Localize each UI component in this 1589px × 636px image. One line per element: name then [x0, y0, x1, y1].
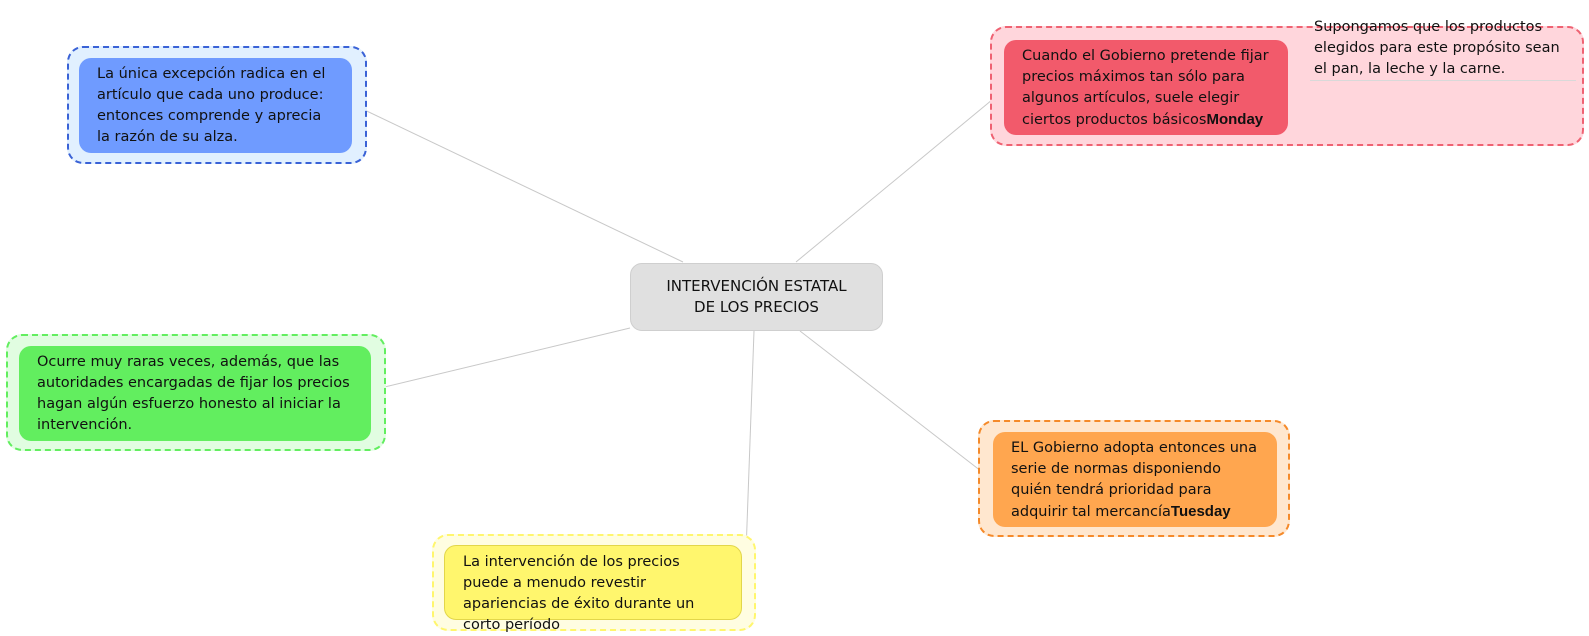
central-topic[interactable]: INTERVENCIÓN ESTATAL DE LOS PRECIOS	[630, 263, 883, 331]
topic-excepcion-text: La única excepción radica en el artículo…	[97, 66, 326, 145]
topic-gobierno-fijar-tag: Monday	[1206, 111, 1264, 128]
note-supongamos-text: Supongamos que los productos elegidos pa…	[1314, 19, 1560, 77]
topic-gobierno-fijar-text: Cuando el Gobierno pretende fijar precio…	[1022, 48, 1269, 128]
connector-gobierno-fijar	[795, 89, 1005, 263]
topic-excepcion[interactable]: La única excepción radica en el artículo…	[79, 58, 352, 153]
central-topic-line-1: INTERVENCIÓN ESTATAL	[666, 277, 847, 295]
topic-raras-veces[interactable]: Ocurre muy raras veces, además, que las …	[19, 346, 371, 441]
central-topic-line-2: DE LOS PRECIOS	[694, 298, 819, 316]
topic-intervencion[interactable]: La intervención de los precios puede a m…	[444, 545, 742, 633]
topic-raras-veces-text: Ocurre muy raras veces, además, que las …	[37, 354, 350, 433]
connector-gobierno-normas	[799, 330, 991, 479]
topic-intervencion-text: La intervención de los precios puede a m…	[463, 554, 695, 633]
topic-gobierno-normas-text: EL Gobierno adopta entonces una serie de…	[1011, 440, 1258, 520]
topic-gobierno-normas-tag: Tuesday	[1170, 503, 1231, 520]
connector-excepcion	[351, 103, 684, 263]
topic-gobierno-fijar[interactable]: Cuando el Gobierno pretende fijar precio…	[1004, 40, 1288, 135]
note-supongamos[interactable]: Supongamos que los productos elegidos pa…	[1310, 17, 1576, 81]
topic-gobierno-normas[interactable]: EL Gobierno adopta entonces una serie de…	[993, 432, 1277, 527]
connector-raras-veces	[367, 327, 631, 392]
